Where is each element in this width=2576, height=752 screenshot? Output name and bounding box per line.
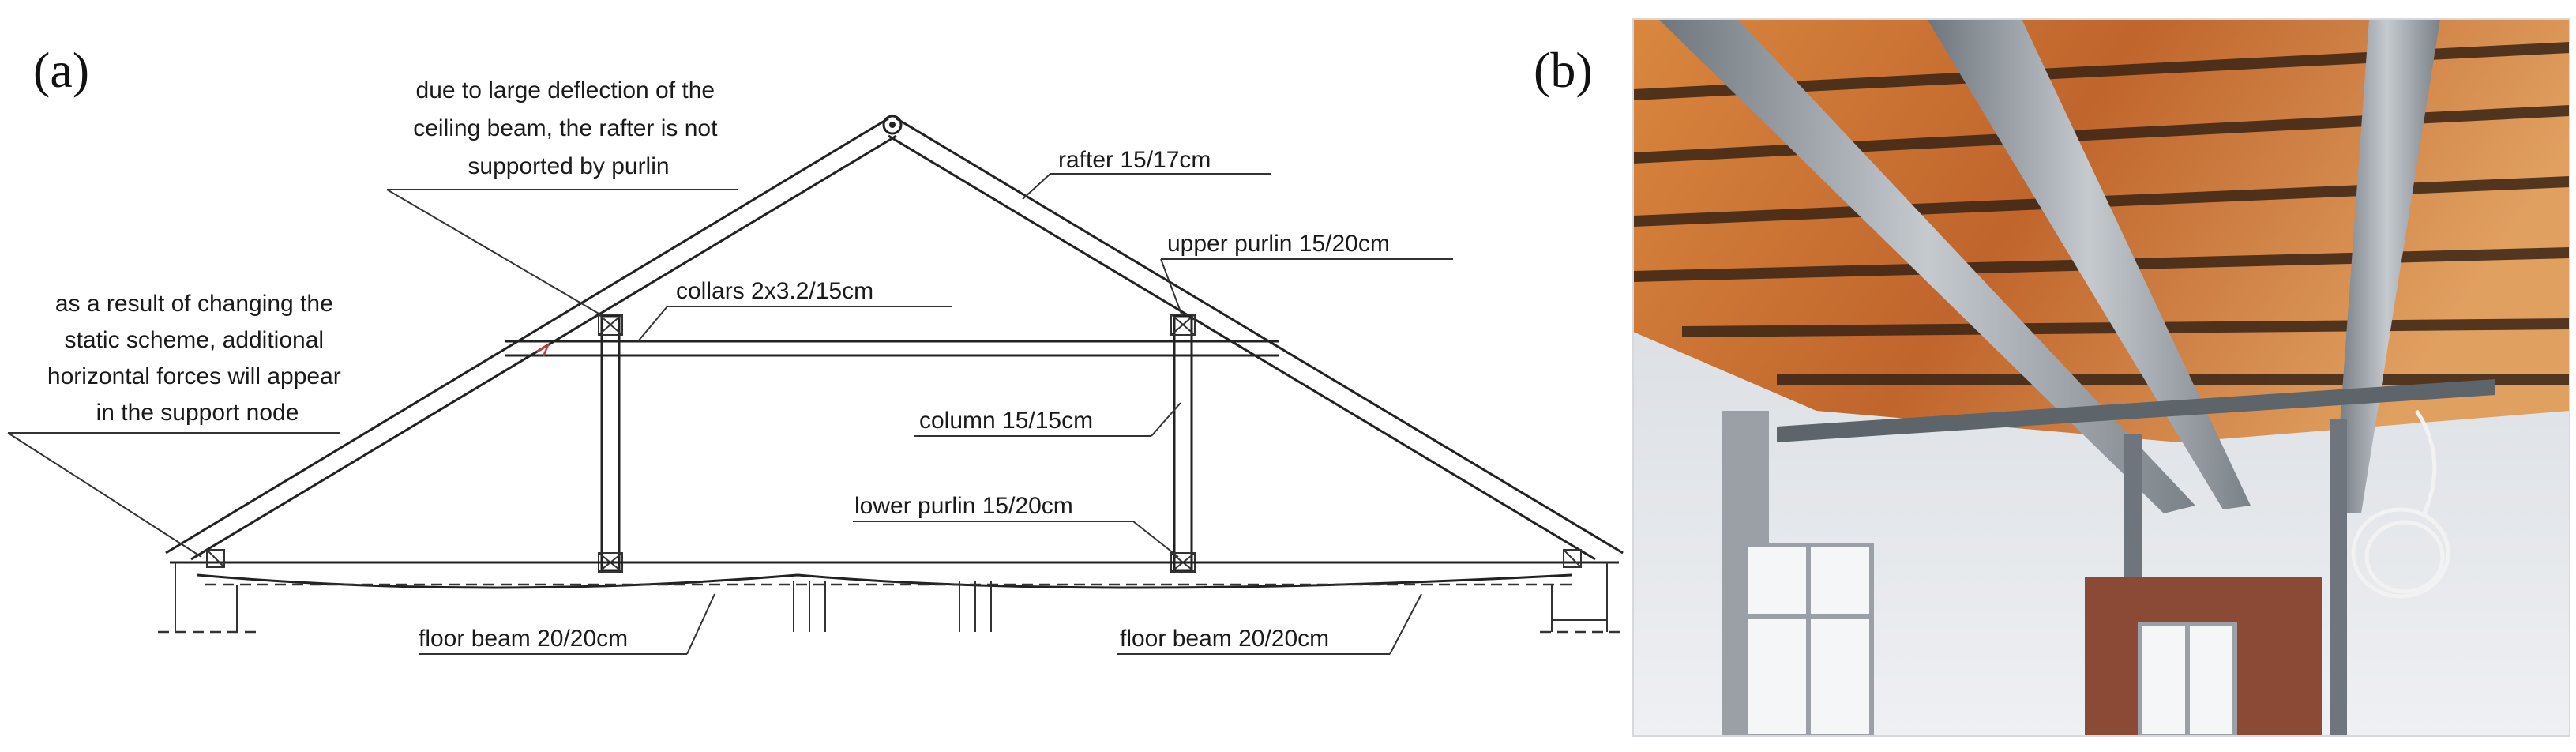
left-column xyxy=(600,314,621,572)
ceiling-beam-deflected xyxy=(197,573,1572,589)
steel-beam-2 xyxy=(1927,19,2251,509)
transverse-beam xyxy=(1777,379,2495,442)
right-column xyxy=(1173,314,1193,572)
static-scheme-note: as a result of changing the static schem… xyxy=(47,291,347,426)
panel-b: (b) xyxy=(1534,18,2570,737)
collar-joint-mark xyxy=(536,343,550,357)
ceiling-photo xyxy=(1633,19,2570,736)
right-upper-purlin xyxy=(1170,314,1196,336)
deflection-note: due to large deflection of the ceiling b… xyxy=(413,77,724,179)
column-label: column 15/15cm xyxy=(919,408,1093,434)
left-upper-purlin xyxy=(598,314,623,336)
panel-a: (a) xyxy=(7,42,1627,655)
right-rafter-outer xyxy=(896,117,1624,555)
lower-purlin-label: lower purlin 15/20cm xyxy=(854,493,1073,519)
left-rafter-outer xyxy=(165,117,889,555)
rafter-label: rafter 15/17cm xyxy=(1058,147,1211,173)
panel-b-letter: (b) xyxy=(1534,42,1593,98)
left-support-node xyxy=(206,549,225,568)
steel-beam-1 xyxy=(1658,19,2195,513)
ridge-node xyxy=(882,115,903,135)
upper-purlin-label: upper purlin 15/20cm xyxy=(1167,231,1390,257)
panel-a-letter: (a) xyxy=(33,42,89,98)
right-rafter-inner xyxy=(888,134,1596,561)
wall-supports xyxy=(175,562,1608,632)
window-center xyxy=(2138,622,2237,736)
ridge-bolt xyxy=(889,122,896,128)
window-left xyxy=(1743,543,1874,736)
roof-truss-drawing xyxy=(158,115,1627,634)
floor-beam-left-label: floor beam 20/20cm xyxy=(419,626,628,652)
right-support-node xyxy=(1563,549,1582,568)
steel-prop-2 xyxy=(2330,419,2347,736)
collars-label: collars 2x3.2/15cm xyxy=(676,278,873,304)
cable-coil xyxy=(2351,409,2450,599)
leader-lines xyxy=(7,173,1453,655)
floor-beam-right-label: floor beam 20/20cm xyxy=(1120,626,1329,652)
